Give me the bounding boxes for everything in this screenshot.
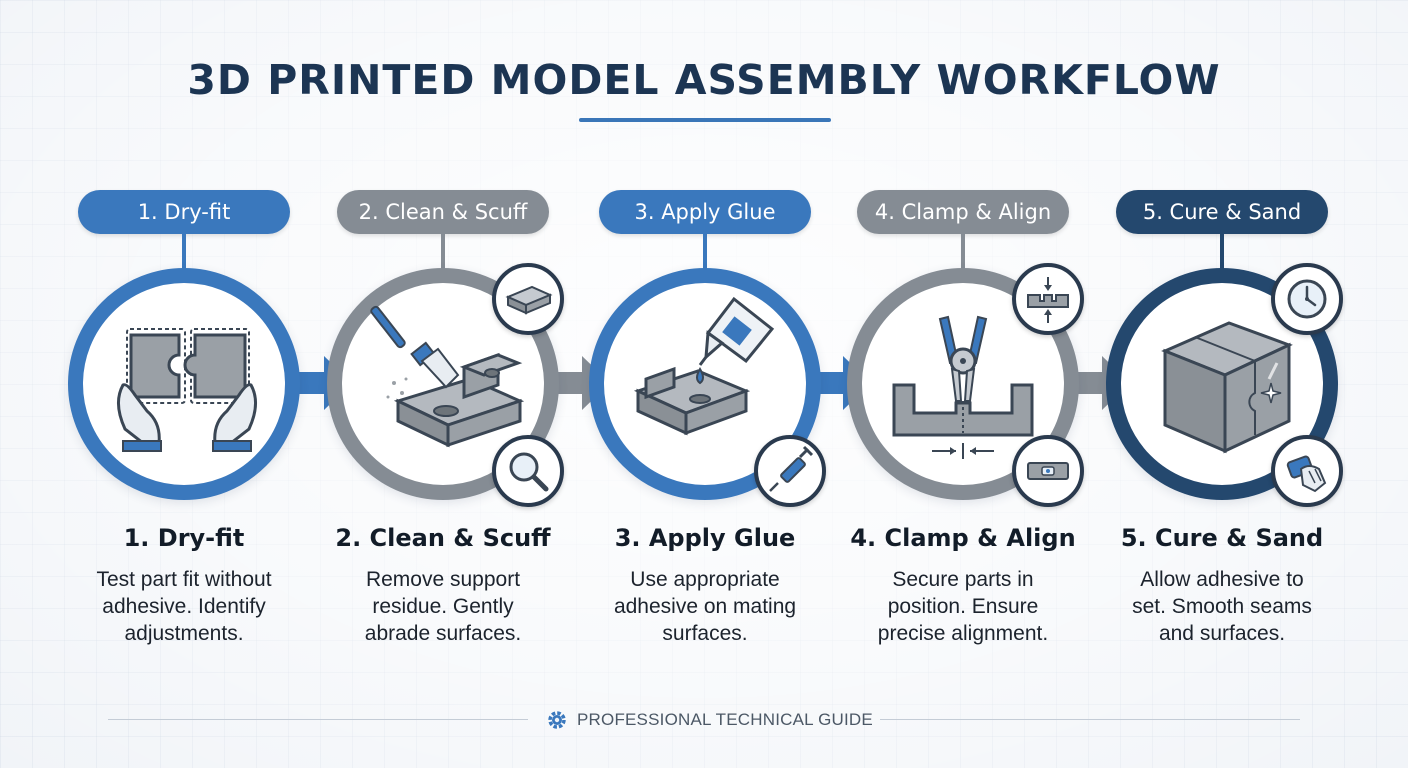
description-line: abrade surfaces. bbox=[364, 622, 522, 645]
connector-line bbox=[441, 234, 445, 272]
title-underline bbox=[579, 118, 831, 122]
arrow-right-icon bbox=[298, 356, 352, 410]
connector-line bbox=[703, 234, 707, 272]
step-title: 4. Clamp & Align bbox=[850, 524, 1076, 552]
step-circle bbox=[327, 263, 564, 507]
step-title: 1. Dry-fit bbox=[123, 524, 245, 552]
step-description: Secure parts in position. Ensure precise… bbox=[833, 566, 1093, 647]
puzzle-hands-icon bbox=[117, 328, 257, 452]
step-description: Remove support residue. Gently abrade su… bbox=[313, 566, 573, 647]
magnifier-icon bbox=[509, 452, 549, 492]
clamp-icon bbox=[892, 315, 1034, 459]
description-line: adhesive. Identify bbox=[102, 595, 266, 618]
badge bbox=[754, 435, 826, 507]
level-icon bbox=[1027, 462, 1069, 480]
description-line: residue. Gently bbox=[372, 595, 514, 618]
description-line: surfaces. bbox=[662, 622, 748, 645]
step-3: 3. Apply Glue 3. Apply Glue Use appropri… bbox=[585, 0, 826, 768]
footer: PROFESSIONAL TECHNICAL GUIDE bbox=[546, 708, 873, 732]
connector-line bbox=[1220, 234, 1224, 272]
arrow-right-icon bbox=[1076, 356, 1130, 410]
step-4: 4. Clamp & Align bbox=[843, 0, 1084, 768]
description-line: Secure parts in bbox=[892, 568, 1034, 591]
arrow-right-icon bbox=[817, 356, 871, 410]
description-line: Allow adhesive to bbox=[1140, 568, 1304, 591]
compress-icon bbox=[1027, 277, 1069, 323]
description-line: Remove support bbox=[365, 568, 521, 591]
step-circle bbox=[1106, 263, 1343, 507]
clock-icon bbox=[1287, 279, 1327, 319]
glue-bottle-icon bbox=[633, 296, 775, 436]
sanding-block-icon bbox=[505, 285, 553, 315]
step-description: Test part fit without adhesive. Identify… bbox=[54, 566, 314, 647]
step-pill: 4. Clamp & Align bbox=[857, 190, 1069, 234]
arrow-right-icon bbox=[556, 356, 610, 410]
step-pill: 1. Dry-fit bbox=[78, 190, 290, 234]
description-line: adjustments. bbox=[124, 622, 244, 645]
badge bbox=[492, 435, 564, 507]
page-title: 3D PRINTED MODEL ASSEMBLY WORKFLOW bbox=[187, 56, 1221, 104]
description-line: Test part fit without bbox=[96, 568, 272, 591]
connector-line bbox=[182, 234, 186, 272]
syringe-icon bbox=[769, 445, 814, 492]
step-description: Allow adhesive to set. Smooth seams and … bbox=[1092, 566, 1352, 647]
step-title: 5. Cure & Sand bbox=[1120, 524, 1324, 552]
badge bbox=[1012, 435, 1084, 507]
description-line: set. Smooth seams bbox=[1132, 595, 1312, 618]
description-line: and surfaces. bbox=[1158, 622, 1286, 645]
step-description: Use appropriate adhesive on mating surfa… bbox=[575, 566, 835, 647]
badge bbox=[1271, 263, 1343, 335]
gear-icon bbox=[548, 711, 566, 729]
footer-divider bbox=[880, 719, 1300, 720]
step-circle bbox=[847, 263, 1084, 507]
step-2: 2. Clean & Scuff bbox=[323, 0, 564, 768]
step-circle bbox=[68, 268, 300, 500]
step-pill: 3. Apply Glue bbox=[599, 190, 811, 234]
step-5: 5. Cure & Sand bbox=[1102, 0, 1343, 768]
description-line: adhesive on mating bbox=[613, 595, 797, 618]
step-pill: 2. Clean & Scuff bbox=[337, 190, 549, 234]
step-1: 1. Dry-fit 1. Dry-fit Test part fit with… bbox=[64, 0, 304, 768]
footer-divider bbox=[108, 719, 528, 720]
badge bbox=[492, 263, 564, 335]
description-line: position. Ensure bbox=[887, 595, 1039, 618]
connector-line bbox=[961, 234, 965, 272]
assembled-cube-icon bbox=[1161, 321, 1293, 454]
brush-cleaning-part-icon bbox=[370, 305, 525, 448]
description-line: Use appropriate bbox=[630, 568, 780, 591]
step-circle bbox=[589, 268, 826, 507]
step-pill: 5. Cure & Sand bbox=[1116, 190, 1328, 234]
sanding-hand-icon bbox=[1286, 455, 1327, 493]
footer-label: PROFESSIONAL TECHNICAL GUIDE bbox=[577, 710, 873, 729]
step-title: 2. Clean & Scuff bbox=[335, 524, 551, 552]
badge bbox=[1012, 263, 1084, 335]
badge bbox=[1271, 435, 1343, 507]
description-line: precise alignment. bbox=[877, 622, 1049, 645]
step-title: 3. Apply Glue bbox=[614, 524, 796, 552]
